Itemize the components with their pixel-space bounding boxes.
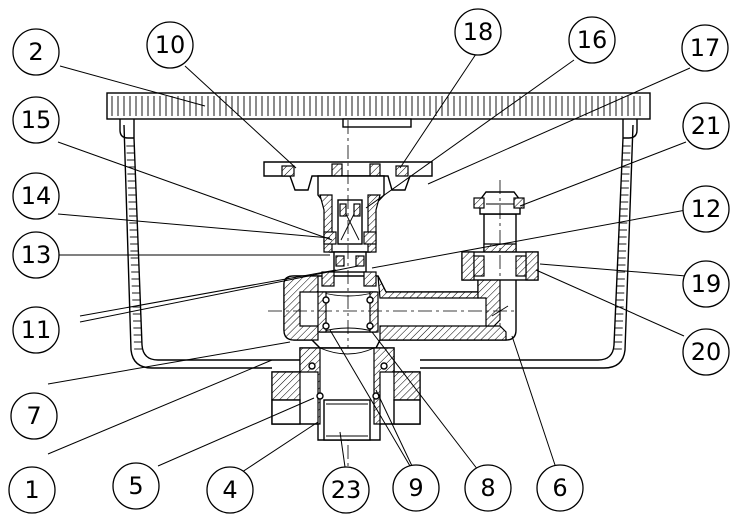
callout-23-label: 23 [331, 476, 362, 504]
callout-23: 23 [322, 466, 370, 514]
upper-cap-assembly [263, 161, 433, 273]
callout-5-label: 5 [128, 472, 143, 500]
callout-17: 17 [681, 24, 729, 72]
callout-16: 16 [568, 16, 616, 64]
callout-18-label: 18 [463, 18, 494, 46]
callout-10-label: 10 [155, 31, 186, 59]
basin-wall-left [133, 119, 300, 361]
callout-12: 12 [682, 185, 730, 233]
callout-11: 11 [12, 306, 60, 354]
right-riser [461, 180, 539, 330]
callout-14-label: 14 [21, 182, 52, 210]
callout-19: 19 [682, 260, 730, 308]
callout-20: 20 [682, 328, 730, 376]
lower-outlet [271, 347, 421, 441]
callout-11-label: 11 [21, 316, 52, 344]
callout-14: 14 [12, 172, 60, 220]
callout-10: 10 [146, 21, 194, 69]
callout-1: 1 [8, 466, 56, 514]
callout-16-label: 16 [577, 26, 608, 54]
basin-wall-right [420, 119, 624, 361]
callout-9-label: 9 [408, 474, 423, 502]
callout-8-label: 8 [480, 474, 495, 502]
callout-19-label: 19 [691, 270, 722, 298]
callout-6: 6 [536, 464, 584, 512]
callout-4-label: 4 [222, 476, 237, 504]
callout-21-label: 21 [691, 112, 722, 140]
callout-9: 9 [392, 464, 440, 512]
basin-rim [106, 92, 651, 120]
callout-2: 2 [12, 28, 60, 76]
callout-18: 18 [454, 8, 502, 56]
callout-4: 4 [206, 466, 254, 514]
callouts: 2 10 18 16 17 15 21 14 [8, 8, 730, 514]
callout-15: 15 [12, 96, 60, 144]
callout-5: 5 [112, 462, 160, 510]
callout-8: 8 [464, 464, 512, 512]
callout-2-label: 2 [28, 38, 43, 66]
callout-21: 21 [682, 102, 730, 150]
callout-20-label: 20 [691, 338, 722, 366]
callout-7: 7 [10, 392, 58, 440]
leader-lines [47, 53, 691, 477]
callout-13: 13 [12, 231, 60, 279]
callout-6-label: 6 [552, 474, 567, 502]
callout-1-label: 1 [24, 476, 39, 504]
callout-15-label: 15 [21, 106, 52, 134]
basin-wall-ribs [126, 145, 631, 350]
rim-ribs [111, 96, 641, 116]
callout-13-label: 13 [21, 241, 52, 269]
main-body-pipe [268, 120, 517, 470]
basin-housing [106, 92, 651, 369]
callout-12-label: 12 [691, 195, 722, 223]
callout-17-label: 17 [690, 34, 721, 62]
callout-7-label: 7 [26, 402, 41, 430]
